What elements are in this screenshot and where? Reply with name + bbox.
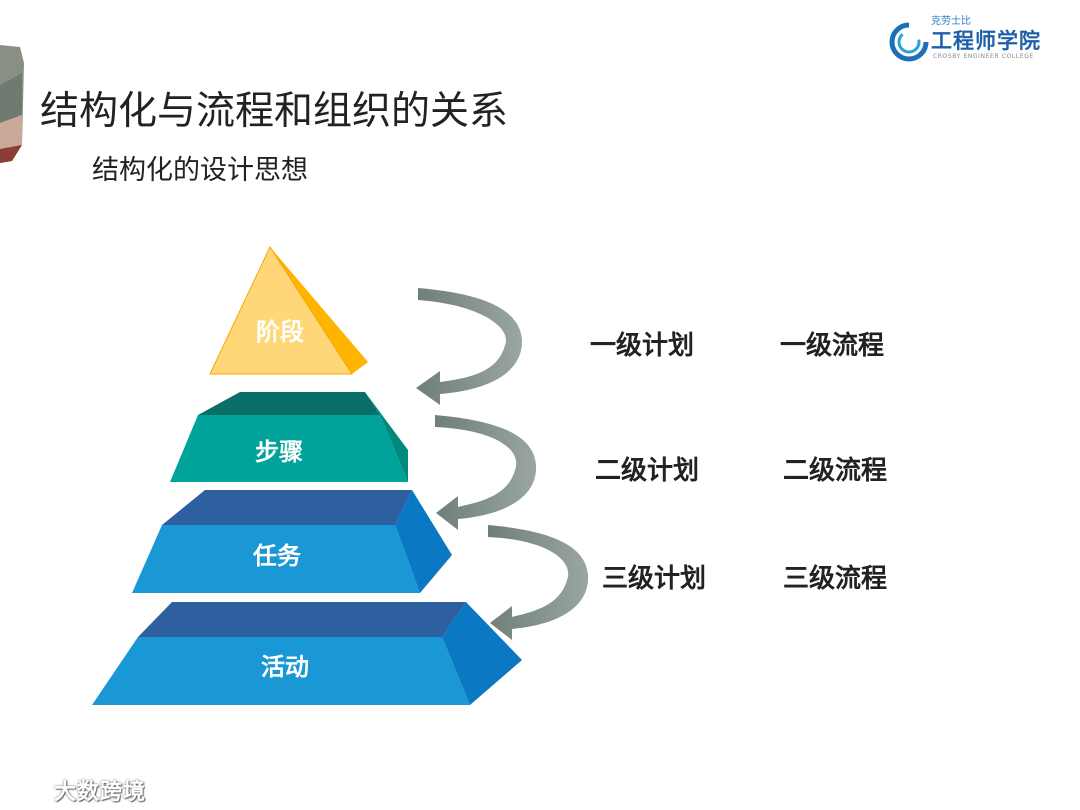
pyramid-label-stage: 阶段 (256, 318, 304, 346)
pyramid-label-task: 任务 (252, 542, 302, 570)
watermark-text: 大数跨境 (54, 780, 146, 805)
process-label-level3: 三级流程 (783, 558, 887, 595)
process-label-level2: 二级流程 (783, 450, 887, 487)
plan-label-level2: 二级计划 (595, 450, 699, 487)
watermark-logo-icon (8, 777, 48, 805)
curved-arrow-3 (488, 525, 588, 640)
plan-label-level1: 一级计划 (590, 325, 694, 362)
pyramid-level-stage (210, 247, 368, 374)
plan-label-level3: 三级计划 (602, 558, 706, 595)
pyramid-label-activity: 活动 (261, 653, 309, 681)
curved-arrow-1 (416, 288, 522, 405)
pyramid-label-step: 步骤 (255, 438, 303, 466)
process-label-level1: 一级流程 (780, 325, 884, 362)
watermark: 大数跨境 (8, 774, 146, 806)
pyramid-level-step (170, 392, 408, 482)
curved-arrow-2 (435, 415, 536, 530)
